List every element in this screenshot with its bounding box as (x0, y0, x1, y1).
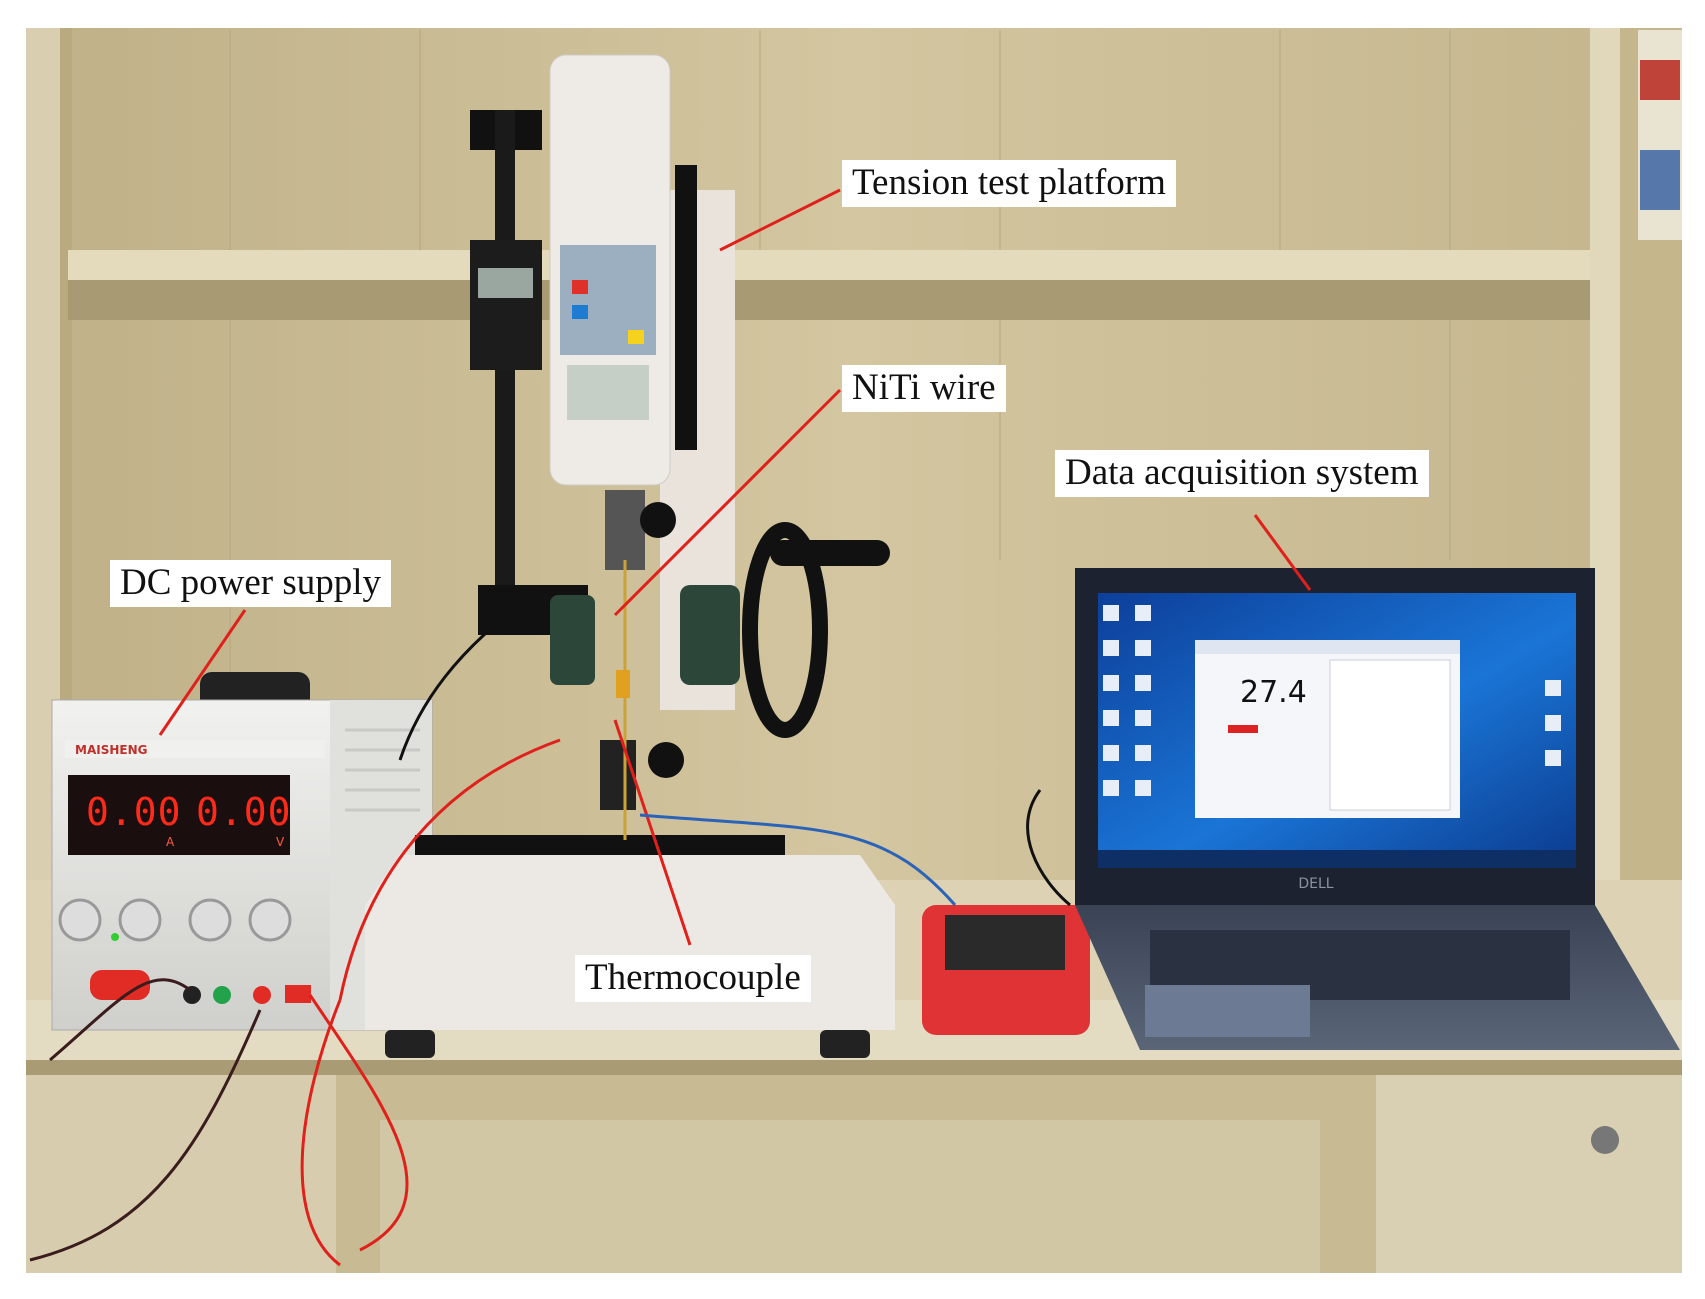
laptop: DELL (1075, 568, 1680, 1050)
label-tension-test-platform: Tension test platform (842, 160, 1176, 207)
thermometer-device (922, 905, 1090, 1035)
voltage-unit: V (276, 835, 285, 849)
screen-temperature-reading: 27.4 (1240, 675, 1307, 710)
voltage-readout: 0.00 (196, 790, 292, 834)
label-niti-wire: NiTi wire (842, 365, 1006, 412)
callout-line-tension (719, 188, 841, 252)
callout-lines (158, 188, 1312, 946)
laptop-brand: DELL (1298, 876, 1333, 892)
current-unit: A (166, 835, 175, 849)
cables (29, 603, 1071, 1267)
callout-line-niti (613, 388, 842, 617)
current-readout: 0.00 (86, 790, 182, 834)
callout-line-dc (158, 609, 247, 736)
label-data-acquisition-system: Data acquisition system (1055, 450, 1429, 497)
label-dc-power-supply: DC power supply (110, 560, 392, 607)
callout-line-thermocouple (613, 719, 692, 946)
svg-text:MAISHENG: MAISHENG (75, 743, 147, 757)
label-thermocouple: Thermocouple (575, 955, 811, 1002)
callout-line-daq (1253, 514, 1312, 591)
